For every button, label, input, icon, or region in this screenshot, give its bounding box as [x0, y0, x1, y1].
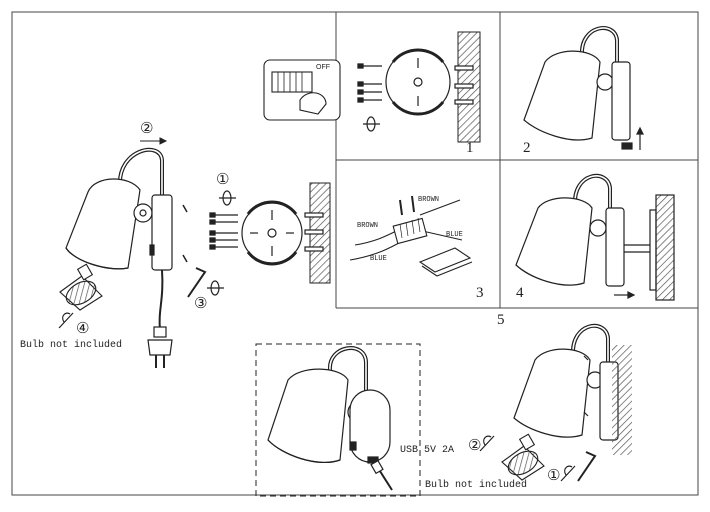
step-marker-4: ④	[76, 319, 90, 337]
step-marker-2-bottom: ②	[468, 436, 482, 454]
step-number-2: 2	[523, 140, 531, 156]
rotate-icon	[479, 435, 576, 482]
bulb-icon	[501, 433, 545, 481]
wall-hatch-icon	[304, 182, 331, 284]
lamp-panel-4	[515, 173, 675, 301]
lamp-panel-2	[523, 26, 644, 150]
step-marker-1-bottom: ①	[547, 466, 561, 484]
wire-label-blue-left: BLUE	[370, 255, 387, 263]
switch-off-callout	[263, 59, 341, 121]
wire-label-blue-right: BLUE	[446, 231, 463, 239]
step-number-3: 3	[476, 285, 484, 301]
off-label: OFF	[316, 64, 330, 71]
screw-icon	[357, 63, 382, 103]
left-lamp	[65, 147, 188, 368]
screw-icon	[209, 212, 238, 250]
rotate-icon	[58, 116, 380, 329]
bulb-note-bottom: Bulb not included	[425, 480, 528, 491]
hex-key-icon	[187, 267, 207, 298]
step-marker-3: ③	[194, 294, 208, 312]
bulb-note-left: Bulb not included	[20, 340, 123, 351]
panel-grid	[11, 11, 699, 496]
step-number-4: 4	[516, 285, 524, 301]
hex-key-icon	[577, 451, 597, 482]
mounting-plate	[241, 200, 303, 266]
lamp-panel-5	[513, 323, 632, 455]
step-marker-2: ②	[140, 119, 154, 137]
step-marker-1: ①	[216, 170, 230, 188]
wall-hatch-icon	[454, 31, 481, 143]
usb-callout	[255, 343, 421, 497]
arrow-right-icon	[140, 137, 168, 145]
step-number-1: 1	[466, 140, 474, 156]
wire-label-brown-top: BROWN	[418, 196, 440, 204]
wiring-diagram	[349, 195, 473, 277]
bulb-icon	[59, 263, 103, 311]
step-number-5: 5	[497, 312, 505, 328]
mounting-plate	[385, 48, 451, 116]
wire-label-brown-left: BROWN	[357, 222, 379, 230]
usb-label: USB 5V 2A	[400, 445, 455, 456]
